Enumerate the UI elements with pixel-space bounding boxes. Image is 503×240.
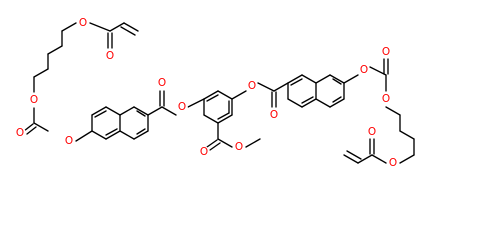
right-naph-ring2-2 bbox=[329, 74, 345, 84]
right-naph-ring1-4 bbox=[301, 98, 317, 108]
acrylate-bottom-vinyl-double-a bbox=[343, 154, 359, 164]
atom-bg-o1 bbox=[77, 17, 89, 29]
left-carbonate-o-lower-to-naph bbox=[75, 130, 93, 142]
acrylate-top-vinyl-single bbox=[109, 22, 125, 32]
left-naph-bond-3 bbox=[105, 106, 121, 116]
left-naph-ester-o-ring bbox=[187, 98, 205, 108]
right-naph-inner-4 bbox=[332, 96, 342, 103]
bond-lines bbox=[23, 22, 415, 164]
acrylate-bottom-o-c bbox=[371, 154, 387, 164]
central-to-right-ester-o bbox=[231, 90, 247, 100]
oxygen-atom-acrylate-bottom-carbonyl: O bbox=[368, 126, 376, 138]
atom-bg-o3 bbox=[28, 94, 40, 106]
left-carbonate-carbonyl-b bbox=[26, 126, 37, 135]
oxygen-atom-right-naph-ester-ether: O bbox=[248, 80, 256, 92]
central-ring-1 bbox=[203, 90, 219, 100]
atom-bg-o4 bbox=[14, 127, 26, 139]
chain-bottom-5 bbox=[399, 154, 415, 164]
left-naph-to-ester-carbon bbox=[147, 106, 163, 116]
right-naph-ring2-1 bbox=[315, 74, 331, 84]
oxygen-atom-acrylate-bottom-ester: O bbox=[389, 157, 397, 169]
acrylate-top-ester-bond bbox=[89, 22, 111, 32]
oxygen-atom-left-carbonate-carbonyl: O bbox=[16, 127, 24, 139]
atom-bg-o15 bbox=[366, 126, 378, 138]
right-naph-ring1-1 bbox=[287, 74, 303, 84]
chain-top-4 bbox=[33, 68, 49, 78]
right-ester-o-c bbox=[257, 82, 275, 92]
acrylate-top-vinyl-double-b bbox=[120, 26, 136, 36]
left-naph-bond-6 bbox=[91, 130, 107, 140]
left-naph-inner-4 bbox=[136, 128, 146, 135]
oxygen-atom-right-carbonate-ether-upper: O bbox=[360, 64, 368, 76]
acrylate-bottom-c-vinyl bbox=[357, 154, 373, 164]
left-naph-bond-2 bbox=[91, 106, 107, 116]
chain-top-2 bbox=[47, 45, 63, 55]
oxygen-atom-left-naph-ester-carbonyl: O bbox=[158, 77, 166, 89]
methyl-ester-carbonyl-a bbox=[206, 139, 218, 148]
atom-bg-o13 bbox=[380, 46, 392, 58]
central-ring-4 bbox=[217, 114, 233, 124]
acrylate-bottom-vinyl-double-b bbox=[346, 150, 362, 160]
central-ring-5 bbox=[203, 114, 219, 124]
oxygen-atom-acrylate-top-carbonyl: O bbox=[106, 50, 114, 62]
central-ring-2 bbox=[217, 90, 233, 100]
oxygen-atom-methyl-ester-carbonyl: O bbox=[200, 146, 208, 158]
left-naph-shared-a bbox=[119, 106, 135, 116]
acrylate-top-ester-o-chain bbox=[61, 22, 77, 32]
oxygen-atom-right-naph-ester-carbonyl: O bbox=[270, 109, 278, 121]
left-carbonate-carbonyl-a bbox=[23, 123, 34, 132]
methyl-ester-o-methyl bbox=[245, 138, 261, 148]
oxygen-atom-right-carbonate-ether-lower: O bbox=[382, 93, 390, 105]
central-ring-inner-1 bbox=[206, 94, 219, 102]
oxygen-atom-left-naph-ester-ether: O bbox=[178, 101, 186, 113]
oxygen-atom-left-carbonate-ether-lower: O bbox=[65, 135, 73, 147]
left-naph-inner-1 bbox=[94, 110, 107, 118]
oxygen-atom-acrylate-top-ester: O bbox=[79, 17, 87, 29]
chain-bottom-1 bbox=[385, 106, 401, 116]
left-naph-inner-2 bbox=[105, 128, 118, 136]
left-carbonate-c-o-lower bbox=[33, 122, 49, 132]
left-naph-ester-c-o bbox=[161, 106, 177, 116]
chemical-structure-diagram: O O O O O O O O O O O O O bbox=[14, 17, 415, 169]
right-naph-ring1-2 bbox=[301, 74, 317, 84]
methyl-ester-c-o bbox=[217, 138, 233, 148]
central-ring-inner-2 bbox=[217, 112, 230, 120]
atom-bg-o9 bbox=[233, 141, 245, 153]
left-naph-bond-5 bbox=[105, 130, 121, 140]
left-naph-inner-3 bbox=[136, 110, 146, 117]
right-naph-inner-1 bbox=[290, 78, 303, 86]
atom-bg-o16 bbox=[387, 157, 399, 169]
atom-bg-o6 bbox=[156, 77, 168, 89]
right-naph-inner-3 bbox=[332, 78, 342, 85]
oxygen-atom-left-carbonate-ether-upper: O bbox=[30, 94, 38, 106]
right-naph-inner-2 bbox=[301, 96, 314, 104]
acrylate-top-vinyl-double-a bbox=[123, 22, 139, 32]
molecule-svg: O O O O O O O O O O O O O bbox=[14, 17, 415, 169]
oxygen-atom-methyl-ester-ether: O bbox=[235, 141, 243, 153]
right-naph-ring1-5 bbox=[287, 98, 303, 108]
atom-bg-o10 bbox=[246, 80, 258, 92]
atom-bg-o8 bbox=[198, 146, 210, 158]
atom-bg-o14 bbox=[380, 93, 392, 105]
atom-labels: O O O O O O O O O O O O O bbox=[14, 17, 399, 169]
right-ester-c-naph bbox=[273, 82, 289, 92]
atom-bg-o12 bbox=[358, 64, 370, 76]
atom-bg-o11 bbox=[268, 109, 280, 121]
right-naph-to-carbonate-o bbox=[343, 74, 359, 84]
atom-bg-o7 bbox=[176, 101, 188, 113]
atom-bg-o2 bbox=[104, 50, 116, 62]
right-naph-ring2-4 bbox=[329, 98, 345, 108]
left-naph-ring2-4 bbox=[119, 130, 135, 140]
left-naph-ring2-1 bbox=[133, 106, 149, 116]
left-naph-ring2-3 bbox=[133, 130, 149, 140]
atom-bg-o5 bbox=[63, 135, 75, 147]
methyl-ester-carbonyl-b bbox=[209, 142, 221, 151]
oxygen-atom-right-carbonate-carbonyl: O bbox=[382, 46, 390, 58]
right-naph-ring2-5 bbox=[315, 98, 331, 108]
chain-bottom-3 bbox=[399, 130, 415, 140]
